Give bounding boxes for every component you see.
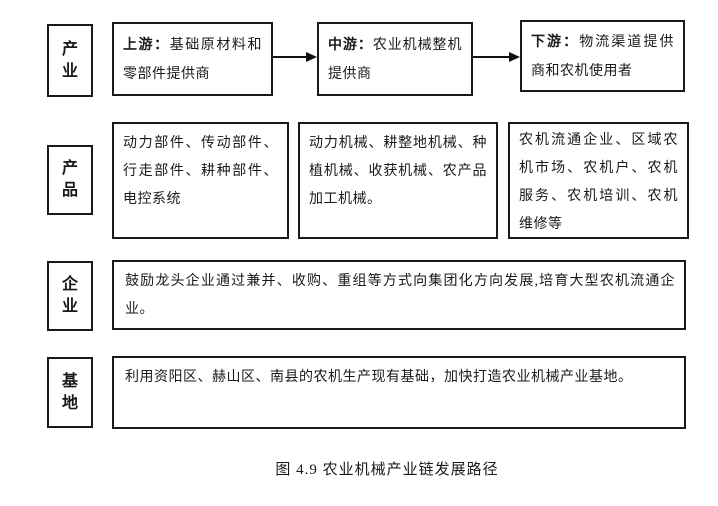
row-label-enterprise: 企业 <box>47 261 93 331</box>
upstream-box-prefix: 上游： <box>123 38 170 53</box>
arrow-head <box>306 52 317 62</box>
product-box-midstream: 动力机械、耕整地机械、种植机械、收获机械、农产品加工机械。 <box>298 122 498 239</box>
arrow-shaft <box>273 56 306 58</box>
upstream-box: 上游：基础原材料和零部件提供商 <box>112 22 273 96</box>
upstream-box-text: 基础原材料和零部件提供商 <box>123 38 262 82</box>
row-label-industry-text: 产业 <box>61 40 78 80</box>
row-label-product-text: 产品 <box>61 160 78 199</box>
product-box-downstream: 农机流通企业、区域农机市场、农机户、农机服务、农机培训、农机维修等 <box>508 122 689 239</box>
row-label-product: 产品 <box>47 145 93 215</box>
row-label-industry: 产业 <box>47 24 93 97</box>
midstream-box: 中游：农业机械整机提供商 <box>317 22 473 96</box>
enterprise-box: 鼓励龙头企业通过兼并、收购、重组等方式向集团化方向发展,培育大型农机流通企业。 <box>112 260 686 330</box>
base-box: 利用资阳区、赫山区、南县的农机生产现有基础，加快打造农业机械产业基地。 <box>112 356 686 429</box>
arrow-head <box>509 52 520 62</box>
midstream-box-prefix: 中游： <box>328 38 373 53</box>
row-label-enterprise-text: 企业 <box>61 276 78 315</box>
midstream-box-text: 农业机械整机提供商 <box>328 38 462 82</box>
product-box-downstream-text: 农机流通企业、区域农机市场、农机户、农机服务、农机培训、农机维修等 <box>519 133 678 232</box>
product-box-midstream-text: 动力机械、耕整地机械、种植机械、收获机械、农产品加工机械。 <box>309 136 487 207</box>
figure-caption: 图 4.9 农业机械产业链发展路径 <box>275 462 499 478</box>
row-label-base-text: 基地 <box>61 372 78 412</box>
row-label-base: 基地 <box>47 357 93 428</box>
downstream-box: 下游：物流渠道提供商和农机使用者 <box>520 20 685 92</box>
base-box-text: 利用资阳区、赫山区、南县的农机生产现有基础，加快打造农业机械产业基地。 <box>125 370 633 385</box>
downstream-box-prefix: 下游： <box>531 35 580 50</box>
arrow-shaft <box>473 56 509 58</box>
product-box-upstream: 动力部件、传动部件、行走部件、耕种部件、电控系统 <box>112 122 289 239</box>
enterprise-box-text: 鼓励龙头企业通过兼并、收购、重组等方式向集团化方向发展,培育大型农机流通企业。 <box>125 274 675 317</box>
flow-arrow-icon <box>273 51 317 63</box>
flow-arrow-icon <box>473 51 520 63</box>
product-box-upstream-text: 动力部件、传动部件、行走部件、耕种部件、电控系统 <box>123 136 278 207</box>
downstream-box-text: 物流渠道提供商和农机使用者 <box>531 35 674 79</box>
